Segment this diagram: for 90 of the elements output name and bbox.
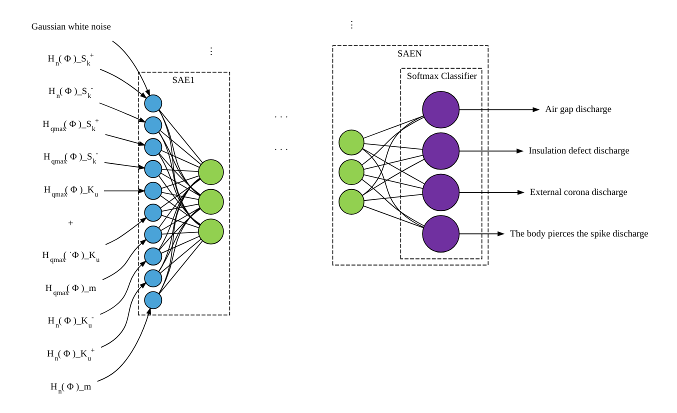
node-text: H$_{qmax}$( Φ )_K$_{u}$ xyxy=(43,186,98,199)
connector xyxy=(158,110,200,226)
node-circle xyxy=(144,182,162,200)
connector xyxy=(158,178,200,272)
connector xyxy=(361,116,424,166)
connector xyxy=(360,178,424,226)
node-text: Insulation defect discharge xyxy=(528,146,629,156)
connector xyxy=(160,176,199,189)
label: · · · xyxy=(274,112,288,123)
node-text: The body pierces the spike discharge xyxy=(509,229,648,240)
connector xyxy=(158,178,200,294)
connector xyxy=(361,148,424,228)
arrow xyxy=(104,162,146,170)
arrow xyxy=(104,134,146,146)
connector xyxy=(158,208,200,250)
connector xyxy=(160,236,200,254)
connector xyxy=(158,110,200,196)
connector xyxy=(362,158,424,196)
arrow xyxy=(102,238,146,280)
arrow xyxy=(112,40,150,97)
label: ⋮ xyxy=(206,47,215,58)
connector xyxy=(361,115,424,196)
node-circle xyxy=(144,226,162,244)
connector xyxy=(158,240,202,294)
connector xyxy=(363,194,422,201)
node-text: Gaussian white noise xyxy=(30,22,110,32)
connector xyxy=(160,169,198,172)
node-text: H$_{qmax}$( Φ )_m xyxy=(44,284,96,297)
connector xyxy=(158,153,200,196)
node-circle xyxy=(198,188,224,215)
connector xyxy=(362,116,424,139)
node-circle xyxy=(144,204,162,222)
node-circle xyxy=(422,215,460,253)
connector xyxy=(362,154,423,170)
label: ⋮ xyxy=(346,20,356,31)
connector xyxy=(159,130,201,165)
connector xyxy=(363,143,422,150)
connector xyxy=(362,174,423,189)
connector xyxy=(160,178,200,208)
node-circle xyxy=(144,138,162,156)
arrow xyxy=(458,190,524,195)
connector xyxy=(158,109,202,164)
arrow xyxy=(100,282,146,348)
connector xyxy=(158,208,200,272)
label: + xyxy=(68,219,73,230)
cluster: Softmax Classifier xyxy=(400,68,482,260)
node-circle xyxy=(198,218,224,244)
node-text: H$_{n}$( Φ )_m xyxy=(50,382,91,396)
connector xyxy=(158,132,200,196)
node-circle xyxy=(144,269,162,288)
connector xyxy=(160,214,199,228)
node-text: External corona discharge xyxy=(529,188,627,198)
arrow xyxy=(458,148,524,154)
connector xyxy=(160,172,200,196)
arrow xyxy=(99,68,147,99)
node-circle xyxy=(144,94,162,112)
node-circle xyxy=(144,248,162,266)
label: · · · xyxy=(274,146,288,156)
connector xyxy=(160,204,198,212)
connector xyxy=(158,132,200,226)
node-text: Air gap discharge xyxy=(544,105,612,116)
arrow xyxy=(96,307,151,382)
connector xyxy=(160,195,200,225)
node-circle xyxy=(338,188,364,215)
connector xyxy=(160,207,200,231)
node-circle xyxy=(422,90,460,128)
arrow xyxy=(99,260,146,315)
node-text: H$_{qmax}$( ˙Φ )_K$_{u}$ xyxy=(42,251,100,264)
arrow xyxy=(458,107,540,112)
node-circle xyxy=(144,116,162,134)
connector xyxy=(362,148,424,184)
node-circle xyxy=(144,160,162,178)
arrow xyxy=(98,102,146,122)
connector xyxy=(158,154,200,226)
connector xyxy=(159,238,201,274)
arrow xyxy=(458,231,504,236)
connector xyxy=(362,205,424,228)
node-circle xyxy=(144,291,162,310)
arrow xyxy=(104,216,147,245)
arrow xyxy=(103,188,146,194)
node-circle xyxy=(338,159,364,186)
node-circle xyxy=(422,132,460,170)
node-circle xyxy=(338,130,364,156)
connector xyxy=(158,178,200,250)
connector xyxy=(160,192,198,200)
connector xyxy=(160,150,200,168)
connector xyxy=(158,208,200,294)
connector xyxy=(160,232,198,235)
node-circle xyxy=(422,174,460,212)
node-circle xyxy=(198,159,224,186)
